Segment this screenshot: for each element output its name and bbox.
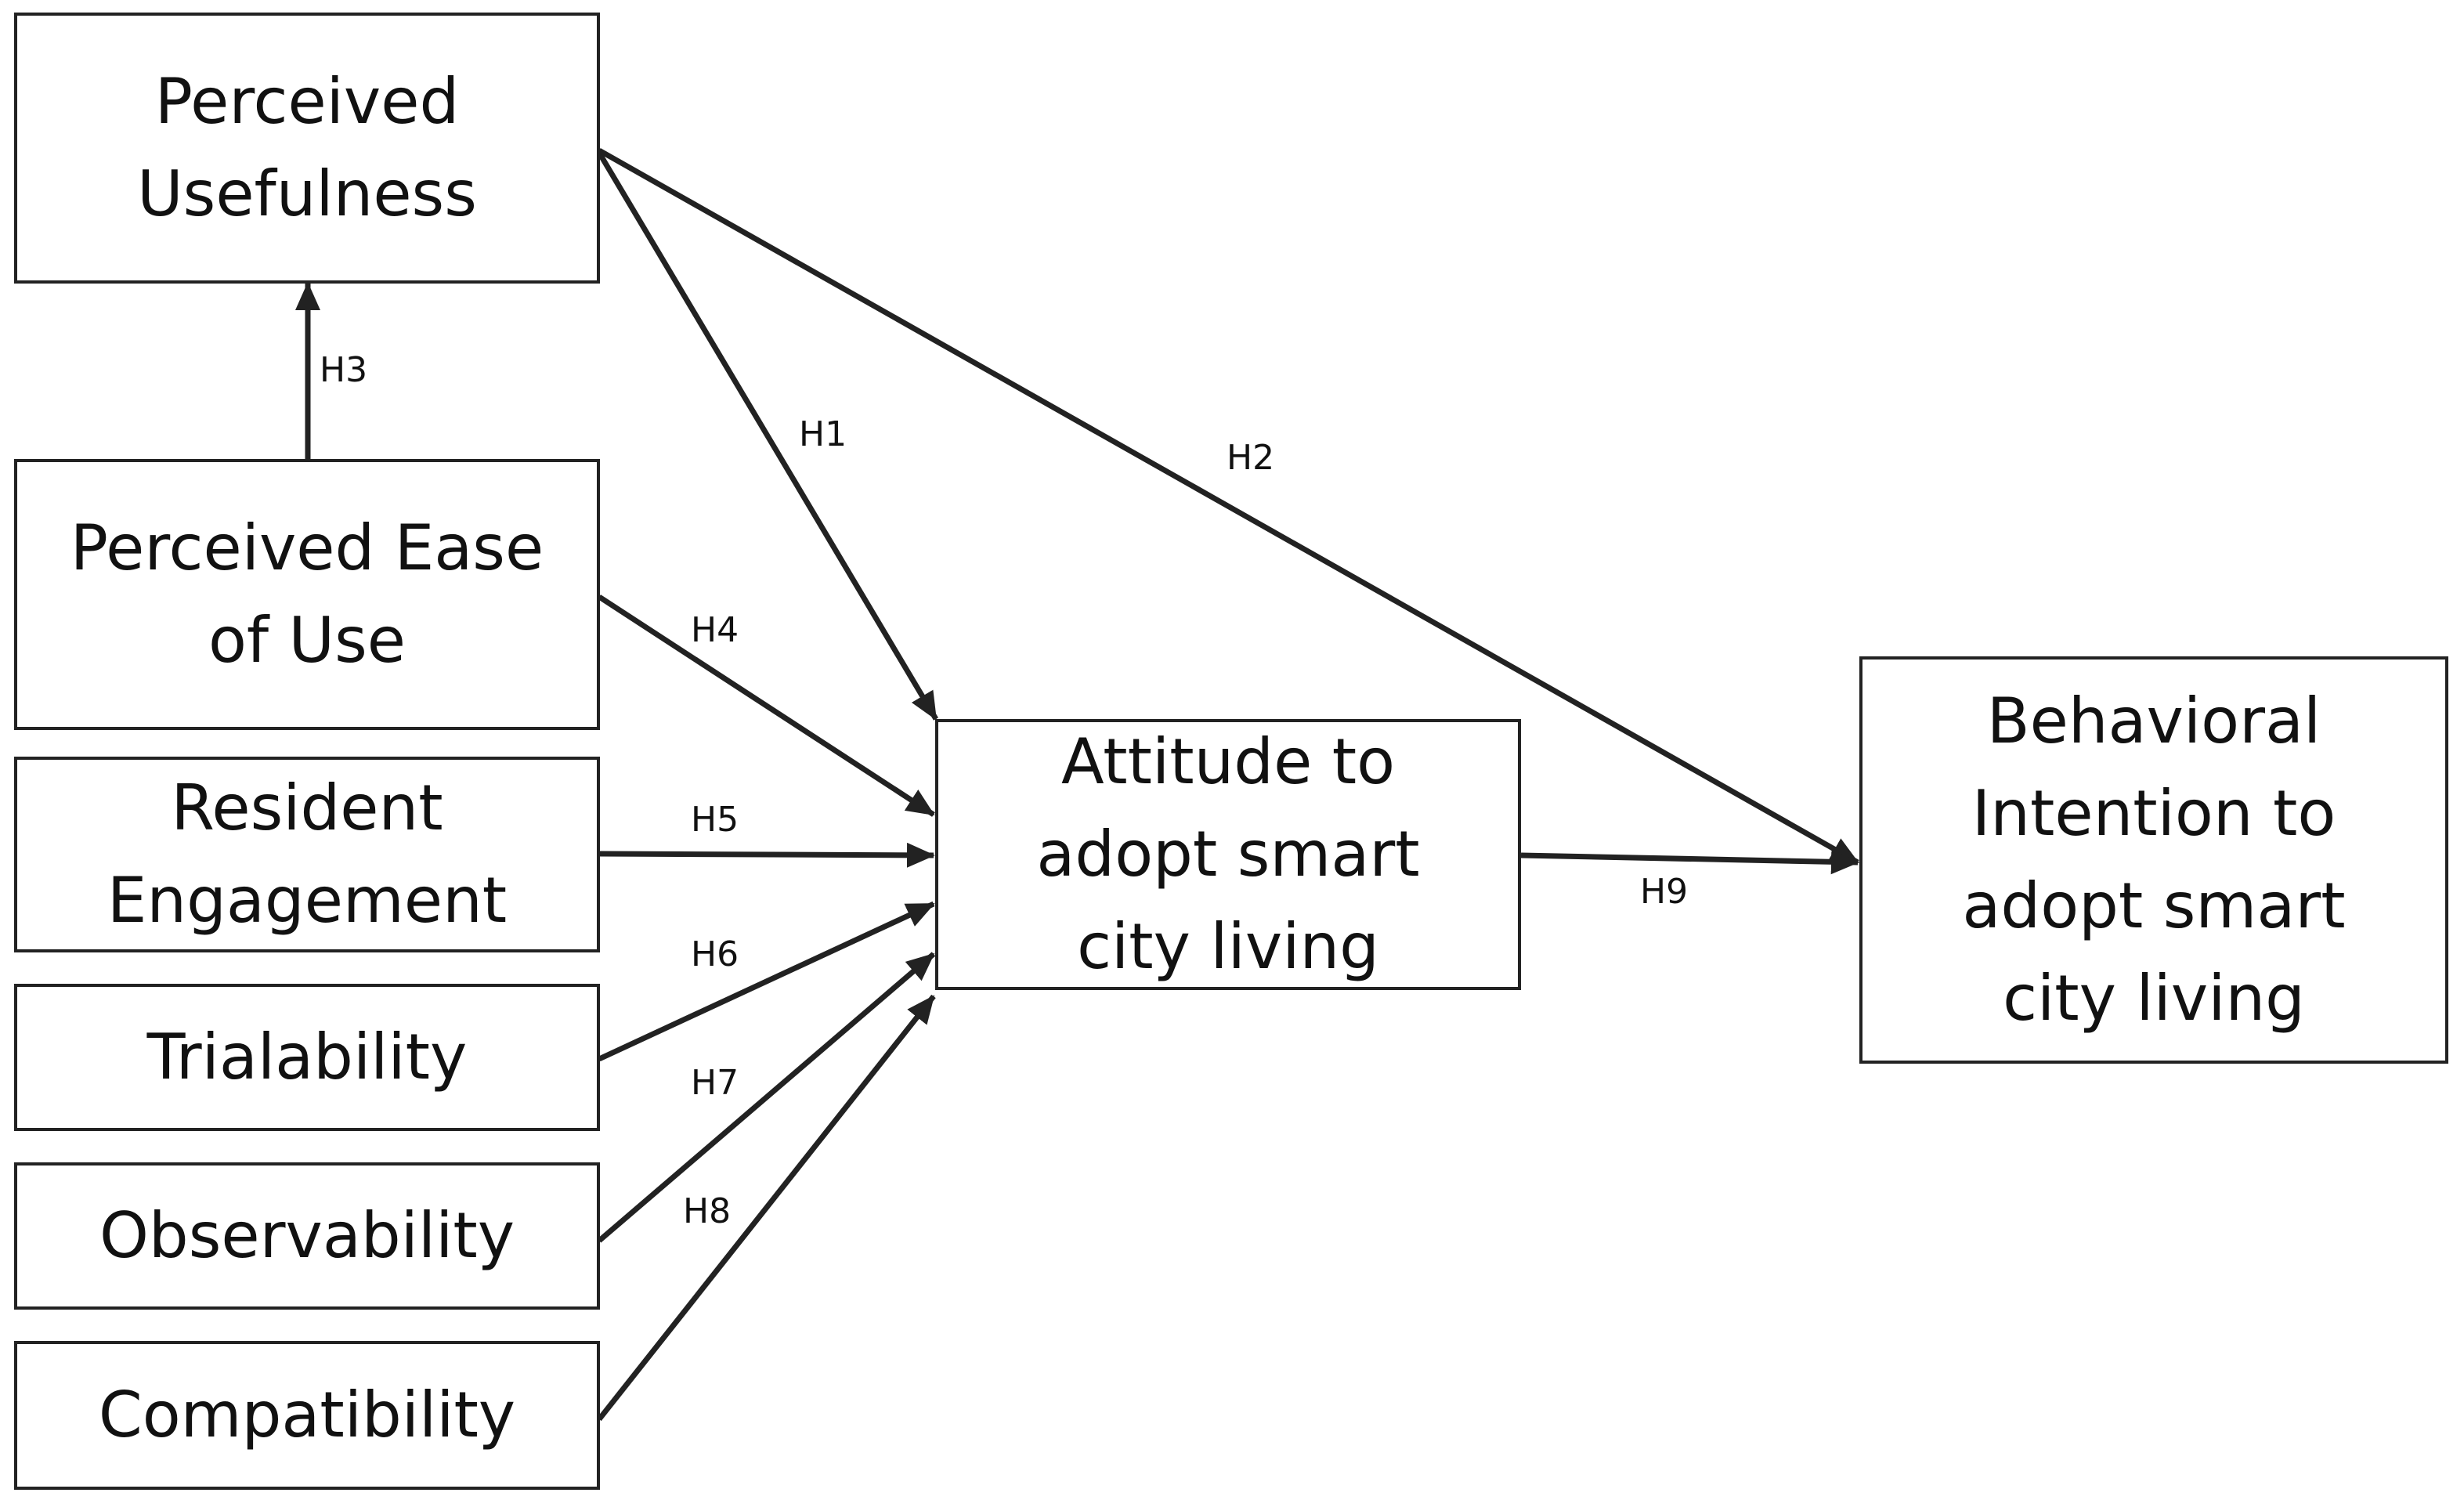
label-h1: H1 bbox=[799, 414, 847, 454]
node-perceived-usefulness: Perceived Usefulness bbox=[14, 13, 600, 284]
node-compatibility-label: Compatibility bbox=[98, 1379, 516, 1451]
arrow-h6 bbox=[598, 901, 935, 1062]
label-h7: H7 bbox=[691, 1063, 739, 1103]
node-trialability-label: Trialability bbox=[146, 1021, 468, 1093]
node-attitude: Attitude to adopt smart city living bbox=[935, 719, 1521, 990]
node-resident-engagement-label: Resident Engagement bbox=[107, 772, 508, 937]
node-trialability: Trialability bbox=[14, 984, 600, 1131]
node-behavioral-intention-label: Behavioral Intention to adopt smart city… bbox=[1962, 685, 2346, 1035]
arrow-h8 bbox=[597, 994, 936, 1422]
arrow-h1 bbox=[596, 151, 939, 721]
label-h4: H4 bbox=[691, 610, 739, 650]
node-observability: Observability bbox=[14, 1162, 600, 1310]
label-h2: H2 bbox=[1227, 438, 1275, 478]
node-compatibility: Compatibility bbox=[14, 1341, 600, 1490]
arrow-h9 bbox=[1520, 849, 1859, 875]
arrow-h5 bbox=[598, 842, 935, 868]
arrow-h7 bbox=[597, 952, 936, 1243]
node-observability-label: Observability bbox=[99, 1199, 515, 1272]
node-behavioral-intention: Behavioral Intention to adopt smart city… bbox=[1859, 656, 2448, 1064]
label-h5: H5 bbox=[691, 800, 739, 840]
node-perceived-ease-of-use-label: Perceived Ease of Use bbox=[70, 511, 544, 677]
node-attitude-label: Attitude to adopt smart city living bbox=[1036, 725, 1420, 983]
node-perceived-ease-of-use: Perceived Ease of Use bbox=[14, 459, 600, 730]
arrow-h4 bbox=[598, 594, 935, 817]
node-resident-engagement: Resident Engagement bbox=[14, 757, 600, 952]
label-h8: H8 bbox=[683, 1191, 732, 1231]
label-h9: H9 bbox=[1640, 872, 1689, 912]
label-h6: H6 bbox=[691, 934, 739, 974]
label-h3: H3 bbox=[320, 350, 368, 390]
node-perceived-usefulness-label: Perceived Usefulness bbox=[137, 65, 477, 230]
arrow-h2 bbox=[598, 147, 1859, 866]
